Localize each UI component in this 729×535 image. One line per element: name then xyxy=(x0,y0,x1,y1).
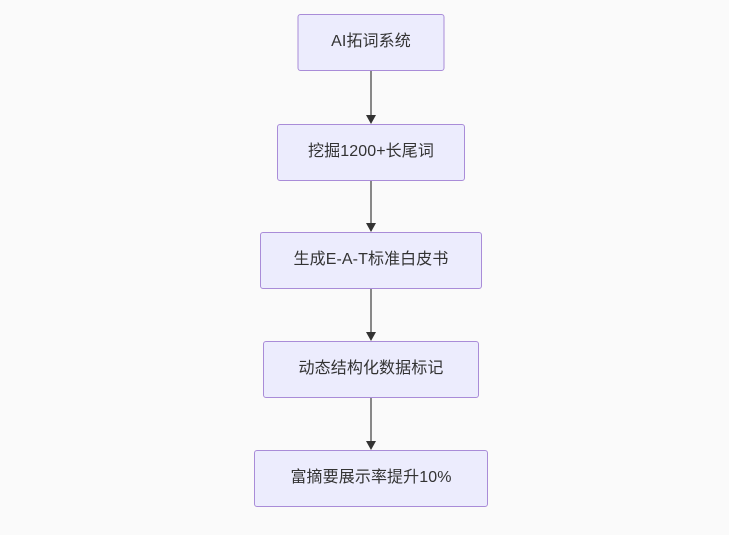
flow-node-label: 动态结构化数据标记 xyxy=(298,360,444,377)
edge-line xyxy=(370,181,372,223)
arrowhead-icon xyxy=(365,441,376,450)
flow-node-label: 富摘要展示率提升10% xyxy=(290,469,452,486)
flow-node-generate-eat-whitepaper[interactable]: 生成E-A-T标准白皮书 xyxy=(260,232,482,289)
arrowhead-icon xyxy=(365,223,376,232)
edge-node4-to-node5 xyxy=(365,398,377,450)
flow-node-label: 挖掘1200+长尾词 xyxy=(308,143,434,160)
flow-node-label: AI拓词系统 xyxy=(331,33,411,50)
edge-line xyxy=(370,289,372,332)
flow-node-label: 生成E-A-T标准白皮书 xyxy=(293,251,449,268)
flow-node-dynamic-structured-data-markup[interactable]: 动态结构化数据标记 xyxy=(263,341,479,398)
flow-node-ai-keyword-system[interactable]: AI拓词系统 xyxy=(297,14,445,71)
edge-node2-to-node3 xyxy=(365,181,377,232)
edge-node3-to-node4 xyxy=(365,289,377,341)
flow-node-mine-longtail-keywords[interactable]: 挖掘1200+长尾词 xyxy=(277,124,465,181)
arrowhead-icon xyxy=(365,332,376,341)
edge-line xyxy=(370,398,372,441)
flow-node-rich-snippet-rate-increase[interactable]: 富摘要展示率提升10% xyxy=(254,450,488,507)
arrowhead-icon xyxy=(365,115,376,124)
edge-node1-to-node2 xyxy=(365,71,377,124)
edge-line xyxy=(370,71,372,115)
